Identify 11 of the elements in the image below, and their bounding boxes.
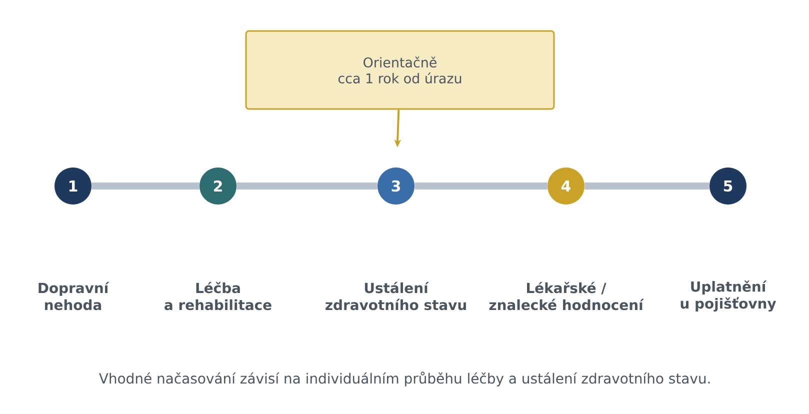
step-label: Uplatnění u pojišťovny	[680, 280, 776, 312]
timeline-segment	[92, 182, 200, 190]
timeline-segment	[236, 182, 378, 190]
step-label: Lékařské / znalecké hodnocení	[489, 282, 644, 310]
step-label: Ustálení zdravotního stavu	[326, 282, 466, 310]
caption: Vhodné načasování závisí na individuálním průběhu léčby a ustálení zdravotního stavu.	[99, 372, 710, 386]
step-label: Léčba a rehabilitace	[164, 282, 272, 310]
callout-box: Orientačně cca 1 rok od úrazu	[245, 30, 555, 110]
timeline-segment	[414, 182, 548, 190]
step-label: Dopravní nehoda	[38, 282, 110, 310]
timeline-segment	[584, 182, 710, 190]
